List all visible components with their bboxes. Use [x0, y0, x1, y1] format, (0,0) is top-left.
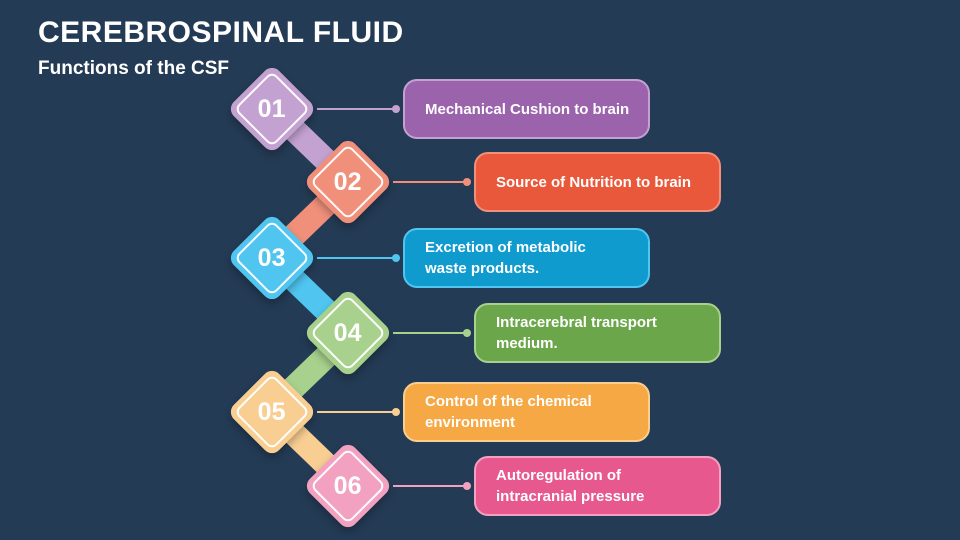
- connector-line-03: [317, 254, 400, 262]
- function-label-box-06: Autoregulation of intracranial pressure: [474, 456, 721, 516]
- page-subtitle: Functions of the CSF: [38, 58, 230, 79]
- connector-line-01: [317, 105, 400, 113]
- step-number-05: 05: [258, 397, 286, 426]
- step-number-01: 01: [258, 94, 286, 123]
- connector-line-06: [393, 482, 471, 490]
- function-label-box-03: Excretion of metabolic waste products.: [403, 228, 650, 288]
- connector-line-02: [393, 178, 471, 186]
- connector-line-05: [317, 408, 400, 416]
- step-number-03: 03: [258, 243, 286, 272]
- step-number-04: 04: [334, 318, 362, 347]
- connector-line-04: [393, 329, 471, 337]
- function-label-02: Source of Nutrition to brain: [496, 173, 691, 191]
- function-label-06: Autoregulation of intracranial pressure: [496, 467, 645, 505]
- function-label-01: Mechanical Cushion to brain: [425, 100, 630, 118]
- step-number-06: 06: [334, 471, 362, 500]
- step-number-02: 02: [334, 167, 362, 196]
- function-label-04: Intracerebral transport medium.: [496, 314, 657, 352]
- function-label-box-01: Mechanical Cushion to brain: [403, 79, 650, 139]
- function-label-05: Control of the chemical environment: [425, 393, 592, 431]
- function-label-box-02: Source of Nutrition to brain: [474, 152, 721, 212]
- function-label-box-05: Control of the chemical environment: [403, 382, 650, 442]
- function-label-box-04: Intracerebral transport medium.: [474, 303, 721, 363]
- page-title: CEREBROSPINAL FLUID: [38, 16, 404, 49]
- function-label-03: Excretion of metabolic waste products.: [425, 239, 586, 277]
